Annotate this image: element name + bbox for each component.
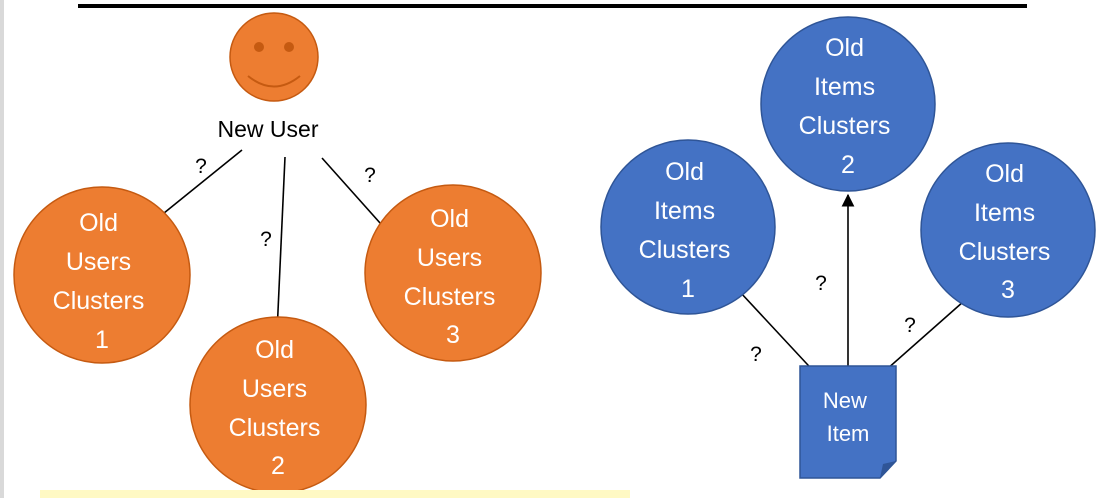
smiley-face-icon <box>229 12 319 102</box>
user-edge-question-2: ? <box>260 228 272 251</box>
item-cluster-2: Old Items Clusters 2 <box>760 16 936 192</box>
user-cluster-1: Old Users Clusters 1 <box>13 186 191 364</box>
edge-item-to-cluster-3 <box>877 293 973 378</box>
user-edge-question-1: ? <box>195 155 207 178</box>
item-cluster-3: Old Items Clusters 3 <box>920 142 1096 318</box>
highlight-strip <box>40 490 630 498</box>
new-user-label: New User <box>218 116 319 142</box>
user-cluster-3: Old Users Clusters 3 <box>364 184 542 362</box>
slide-left-edge <box>0 0 4 498</box>
document-icon: New Item <box>799 365 897 479</box>
edge-user-to-cluster-2 <box>271 156 286 335</box>
user-edge-question-3: ? <box>364 164 376 187</box>
svg-text:Old Items Clusters: Old Items Clusters 2 <box>799 34 898 179</box>
svg-text:Old Users Clusters: Old Users Clusters 3 <box>404 205 503 349</box>
svg-text:Old Users Clusters: Old Users Clusters 1 <box>53 209 152 354</box>
item-edge-question-3: ? <box>904 314 916 337</box>
svg-text:Old Users Clusters: Old Users Clusters 2 <box>229 336 328 480</box>
item-cluster-1: Old Items Clusters 1 <box>600 139 776 315</box>
item-edge-question-1: ? <box>750 343 762 366</box>
item-edge-question-2: ? <box>815 272 827 295</box>
new-item-label: New Item <box>823 388 873 446</box>
svg-text:Old Items Clusters: Old Items Clusters 1 <box>639 158 738 303</box>
user-cluster-2: Old Users Clusters 2 <box>189 316 367 494</box>
svg-text:Old Items Clusters: Old Items Clusters 3 <box>959 160 1058 304</box>
